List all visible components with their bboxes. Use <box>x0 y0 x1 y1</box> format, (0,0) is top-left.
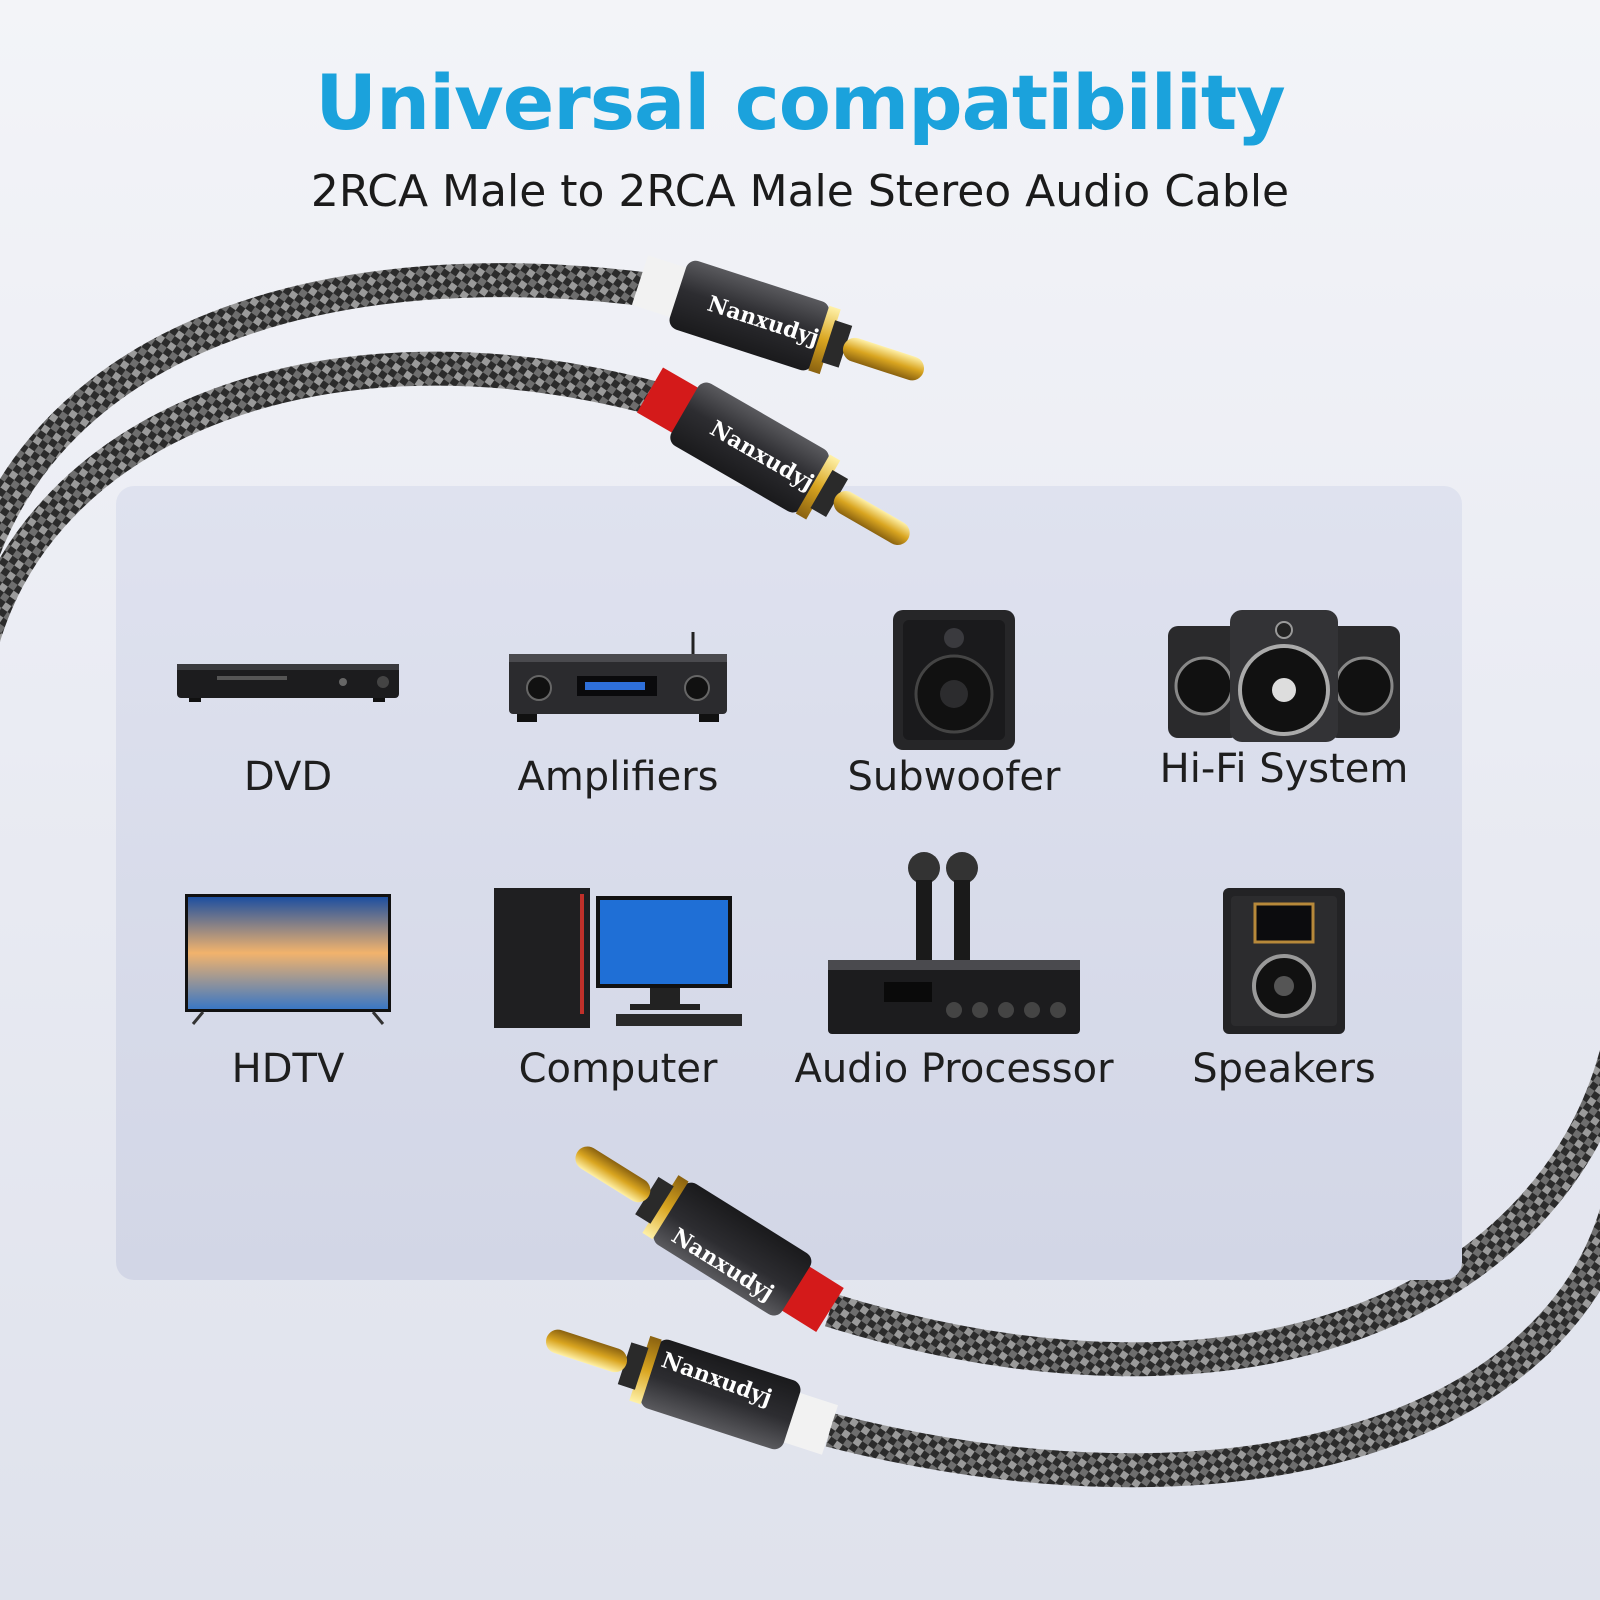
page-title: Universal compatibility <box>315 58 1285 147</box>
device-amplifiers: Amplifiers <box>458 630 778 810</box>
device-label: Amplifiers <box>517 754 719 800</box>
audio-processor-icon <box>828 852 1080 1034</box>
cable-bottom-white <box>825 1207 1600 1488</box>
hifi-speakers-icon <box>1168 610 1400 742</box>
hdtv-icon <box>185 894 391 1025</box>
device-audio-processor: Audio Processor <box>794 850 1114 1102</box>
device-computer: Computer <box>458 884 778 1102</box>
dvd-player-icon <box>177 664 399 702</box>
device-label: HDTV <box>231 1046 345 1092</box>
device-label: Computer <box>518 1046 718 1092</box>
cable-top-white <box>0 263 653 556</box>
rca-plug-bottom-white <box>545 1329 839 1455</box>
device-label: DVD <box>243 754 333 800</box>
rca-plug-bottom-red <box>575 1146 844 1333</box>
rca-plug-top-white: Nanxudyj <box>631 255 925 381</box>
device-dvd: DVD <box>128 630 448 810</box>
device-speakers: Speakers <box>1124 886 1444 1102</box>
cable-top-red <box>0 351 665 643</box>
device-label: Hi-Fi System <box>1159 746 1409 792</box>
device-subwoofer: Subwoofer <box>794 604 1114 810</box>
subwoofer-icon <box>893 610 1015 750</box>
device-hifi-system: Hi-Fi System <box>1124 606 1444 810</box>
device-hdtv: HDTV <box>128 892 448 1102</box>
computer-icon <box>494 888 742 1028</box>
rca-plug-top-red: Nanxudyj <box>637 367 910 545</box>
device-label: Audio Processor <box>794 1046 1114 1092</box>
amplifier-icon <box>509 632 727 722</box>
page-subtitle: 2RCA Male to 2RCA Male Stereo Audio Cabl… <box>310 166 1290 217</box>
device-label: Subwoofer <box>847 754 1061 800</box>
device-label: Speakers <box>1192 1046 1376 1092</box>
cable-bottom-red <box>824 1049 1600 1377</box>
bookshelf-speaker-icon <box>1223 888 1345 1034</box>
